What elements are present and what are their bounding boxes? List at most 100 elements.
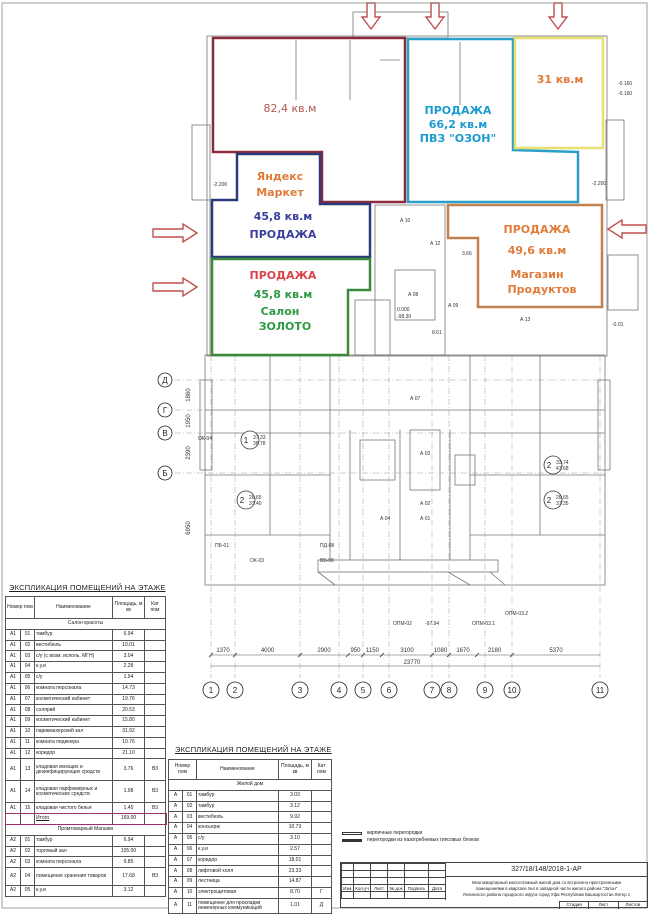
row-number: 14 [20, 780, 35, 804]
row-name: к.у.и [34, 885, 113, 897]
apartment-total-area: 38.78 [253, 441, 266, 447]
row-block: А [168, 843, 183, 856]
legend-item-gypsum: перегородки из пазогребневых гипсовых бл… [342, 837, 479, 843]
grid-row-Г: Г [157, 402, 173, 418]
plan-marks: -0.160 -0.160 -2.200 -2.200 -0.01 0.000 … [198, 81, 632, 627]
row-name: с/у [196, 832, 279, 845]
apartment-living-area: 26.65 [249, 495, 262, 501]
unit-ozon-name: ПВЗ "ОЗОН" [420, 132, 496, 145]
level-mark: -2.200 [213, 182, 227, 188]
row-area: 3.12 [112, 885, 145, 897]
row-number: 06 [20, 682, 35, 695]
row-name: торговый зал [34, 845, 113, 858]
description-line: Многоквартирный многоэтажный жилой дом с… [471, 880, 622, 885]
row-name: помещение для прокладки инженерных комму… [196, 897, 279, 914]
unit-zoloto-name-2: ЗОЛОТО [259, 320, 312, 333]
dimension-value: 1370 [216, 648, 230, 654]
stage-columns: Стадия Лист Листов [559, 901, 647, 909]
revision-table: Изм. Кол.уч Лист № док Подпись Дата [341, 863, 446, 899]
row-category [144, 885, 166, 897]
row-block: А [168, 811, 183, 824]
room-mark: А 03 [420, 451, 431, 457]
unit-zoloto-status: ПРОДАЖА [250, 269, 317, 282]
row-category [311, 822, 332, 834]
row-name: к.у.и [34, 661, 113, 673]
dimension-value: 3100 [400, 648, 414, 654]
table1-title: ЭКСПЛИКАЦИЯ ПОМЕЩЕНИЙ НА ЭТАЖЕ [9, 583, 166, 592]
row-block: А [168, 876, 183, 888]
row-area: 17.68 [112, 867, 145, 887]
row-area: 1.94 [112, 671, 145, 684]
grid-row-В: В [157, 425, 173, 441]
col-izm: Изм. [341, 884, 354, 892]
row-area: 1.45 [112, 802, 145, 815]
legend-label: кирпичные перегородки [367, 830, 423, 836]
row-block: А1 [5, 802, 21, 815]
row-block: А [168, 865, 183, 878]
row-number: 02 [20, 639, 35, 652]
row-block: А2 [5, 885, 21, 897]
grid-row-label: Г [163, 406, 168, 415]
row-block: А1 [5, 725, 21, 738]
grid-axis-7: 7 [423, 681, 441, 699]
row-name: с/у (с возм. исполь. МГН) [34, 650, 113, 663]
row-category [144, 628, 166, 641]
unit-outline-yandex [210, 152, 372, 259]
level-mark: -98.30 [397, 314, 411, 320]
table2-title: ЭКСПЛИКАЦИЯ ПОМЕЩЕНИЙ НА ЭТАЖЕ [175, 745, 332, 754]
row-category [144, 725, 166, 738]
row-area: 169.00 [112, 813, 145, 825]
table-header: Номер пом Наименование Площадь, м кв Кат… [5, 596, 166, 619]
grid-row-label: В [162, 429, 167, 438]
dimension-value: 5370 [549, 648, 563, 654]
row-category [144, 736, 166, 749]
grid-axis-label: 7 [430, 686, 435, 695]
room-mark: А 02 [420, 501, 431, 507]
drawing-code: 327/18/148/2018-1-АР [445, 863, 647, 877]
row-name: лестница [196, 876, 279, 888]
unit-ozon-status: ПРОДАЖА [425, 104, 492, 117]
row-category [311, 876, 332, 888]
grid-row-label: Д [162, 376, 168, 385]
section-title: Жилой дом [168, 779, 332, 791]
apartment-living-area: 26.65 [556, 495, 569, 501]
row-number: 13 [20, 758, 35, 782]
row-block: А1 [5, 628, 21, 641]
row-block: А1 [5, 693, 21, 706]
legend-label: перегородки из пазогребневых гипсовых бл… [367, 837, 479, 843]
row-name: вестибюль [34, 639, 113, 652]
explication-table-1: Номер пом Наименование Площадь, м кв Кат… [4, 596, 167, 897]
row-number: 12 [20, 747, 35, 760]
row-area: 10.76 [112, 736, 145, 749]
row-number: 03 [20, 856, 35, 869]
row-category [311, 800, 332, 813]
grid-axis-2: 2 [226, 681, 244, 699]
row-area: 3.76 [112, 758, 145, 782]
room-mark: А 08 [408, 292, 419, 298]
plan-linework [191, 11, 639, 586]
unit-outline-31 [513, 36, 605, 150]
legend-item-brick: кирпичные перегородки [342, 830, 479, 836]
grid-axis-9: 9 [476, 681, 494, 699]
level-mark: 0.000 [397, 307, 410, 313]
row-name: косметический кабинет [34, 715, 113, 727]
opening-mark: ОПМ-03.2 [505, 611, 528, 617]
grid-axis-label: 6 [387, 686, 392, 695]
room-mark: А 09 [448, 303, 459, 309]
level-mark: -2.200 [592, 181, 606, 187]
section-title: Салон красоты [5, 618, 166, 630]
unit-outline-82-4 [211, 36, 407, 204]
arrow-down-icon [424, 2, 446, 31]
row-category [311, 811, 332, 824]
total-dimension: 23770 [404, 660, 421, 666]
entrance-arrows [152, 2, 647, 298]
